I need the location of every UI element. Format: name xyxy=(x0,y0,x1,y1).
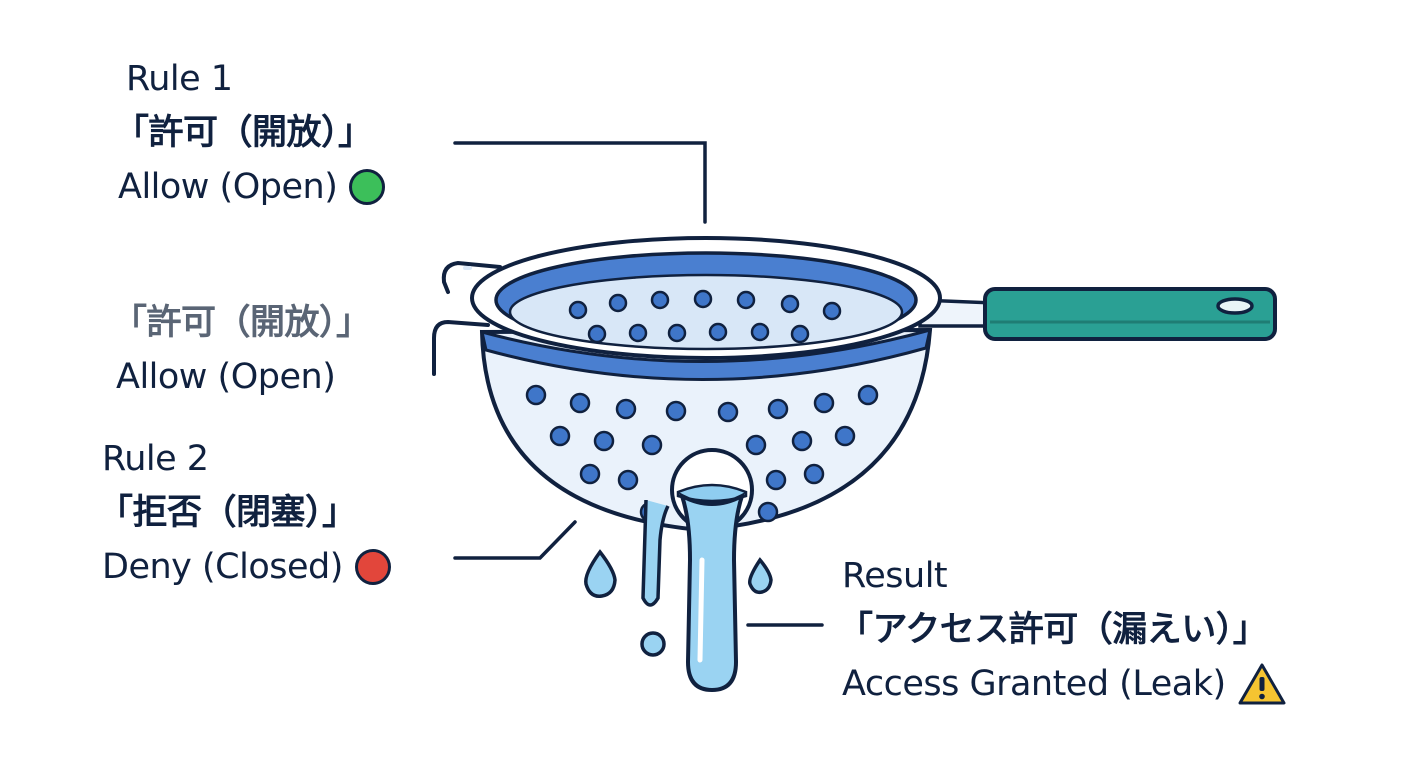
green-dot-icon xyxy=(349,169,386,205)
water-leak xyxy=(584,448,773,693)
rule1-jp: 「許可（開放）」 xyxy=(114,113,373,153)
water-droplet xyxy=(640,631,666,657)
rule2-jp: 「拒否（閉塞）」 xyxy=(98,493,357,533)
result-title: Result xyxy=(842,556,948,596)
faded-en: Allow (Open) xyxy=(116,357,336,397)
inner-mesh-holes xyxy=(568,289,842,344)
rule1-connector xyxy=(453,141,707,224)
water-drop-right xyxy=(747,557,773,595)
rule1-en: Allow (Open) xyxy=(118,167,338,207)
water-drop-left xyxy=(584,549,617,598)
warning-icon xyxy=(1238,663,1286,705)
strainer-handle xyxy=(918,287,1277,341)
rule2-title: Rule 2 xyxy=(102,439,209,479)
side-drip xyxy=(641,499,670,607)
result-jp: 「アクセス許可（漏えい）」 xyxy=(838,610,1268,650)
rim-hooks xyxy=(432,260,502,376)
handle-hole-icon xyxy=(1216,297,1254,315)
rule1-title: Rule 1 xyxy=(126,59,233,99)
rule2-connector xyxy=(453,520,577,560)
connector-lines xyxy=(453,141,824,627)
strainer-band xyxy=(479,327,933,381)
result-en: Access Granted (Leak) xyxy=(842,664,1226,704)
rule1-label: Rule 1 「許可（開放）」 Allow (Open) xyxy=(114,52,386,214)
faded-label: 「許可（開放）」 Allow (Open) xyxy=(112,296,371,404)
result-label: Result 「アクセス許可（漏えい）」 Access Granted (Lea… xyxy=(838,549,1286,711)
faded-jp: 「許可（開放）」 xyxy=(112,303,371,343)
rule2-label: Rule 2 「拒否（閉塞）」 Deny (Closed) xyxy=(98,432,391,594)
rule2-en: Deny (Closed) xyxy=(102,547,343,587)
water-stream xyxy=(678,491,746,693)
red-dot-icon xyxy=(354,549,391,585)
